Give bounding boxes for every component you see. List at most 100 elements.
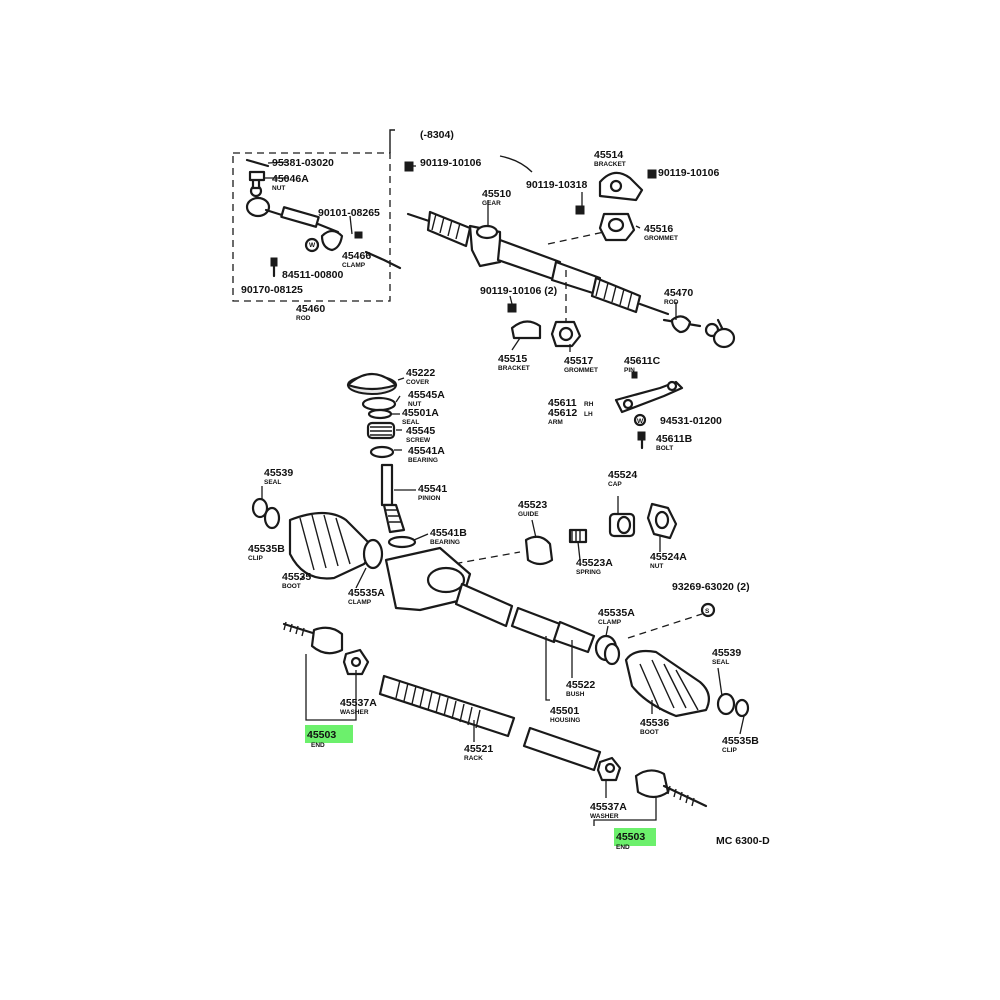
svg-text:COVER: COVER <box>406 379 429 386</box>
svg-text:RACK: RACK <box>464 755 483 762</box>
svg-text:45535B: 45535B <box>722 735 759 747</box>
svg-text:CLAMP: CLAMP <box>598 619 622 626</box>
svg-text:45466: 45466 <box>342 250 371 262</box>
left-boot <box>251 497 384 580</box>
svg-text:94531-01200: 94531-01200 <box>660 415 722 427</box>
svg-text:BOLT: BOLT <box>656 445 673 452</box>
svg-text:84511-00800: 84511-00800 <box>282 269 343 281</box>
svg-text:NUT: NUT <box>650 563 663 570</box>
svg-text:W: W <box>309 242 316 249</box>
steering-gear-assembly: W <box>404 155 736 450</box>
label-90119-top: 90119-10106 <box>420 157 481 169</box>
svg-text:93269-63020 (2): 93269-63020 (2) <box>672 581 750 593</box>
label-90119-2: 90119-10106 (2) <box>480 285 557 297</box>
svg-text:45516: 45516 <box>644 223 673 235</box>
svg-text:45503: 45503 <box>307 729 336 741</box>
svg-text:90119-10318: 90119-10318 <box>526 179 587 191</box>
leader-lines <box>261 161 745 826</box>
highlight-45503-right <box>614 828 656 846</box>
label-93269: 93269-63020 (2) <box>672 581 750 593</box>
label-45611-arm: ARM <box>548 419 563 426</box>
svg-text:45535A: 45535A <box>598 607 635 619</box>
label-94531: 94531-01200 <box>660 415 722 427</box>
svg-text:HOUSING: HOUSING <box>550 717 580 724</box>
svg-text:45517: 45517 <box>564 355 593 367</box>
svg-text:45515: 45515 <box>498 353 527 365</box>
svg-text:PINION: PINION <box>418 495 441 502</box>
svg-text:BRACKET: BRACKET <box>498 365 530 372</box>
svg-text:END: END <box>616 844 630 851</box>
svg-text:NUT: NUT <box>408 401 421 408</box>
label-45612: 45612 LH <box>548 407 593 419</box>
tie-rod-assembly-group: W <box>232 129 402 302</box>
svg-text:WASHER: WASHER <box>340 709 369 716</box>
svg-text:LH: LH <box>584 411 593 418</box>
svg-text:SPRING: SPRING <box>576 569 601 576</box>
diagram-code: MC 6300-D <box>716 835 770 847</box>
svg-text:GUIDE: GUIDE <box>518 511 539 518</box>
svg-text:45539: 45539 <box>264 467 293 479</box>
svg-text:45537A: 45537A <box>340 697 377 709</box>
svg-text:CLIP: CLIP <box>248 555 263 562</box>
svg-text:CLAMP: CLAMP <box>348 599 372 606</box>
svg-text:45510: 45510 <box>482 188 511 200</box>
svg-text:ARM: ARM <box>548 419 563 426</box>
svg-text:END: END <box>311 742 325 749</box>
rack-guide-parts: S <box>419 502 716 618</box>
svg-text:WASHER: WASHER <box>590 813 619 820</box>
svg-text:45046A: 45046A <box>272 173 309 185</box>
svg-text:45460: 45460 <box>296 303 325 315</box>
rack-bar <box>378 674 602 772</box>
svg-text:90170-08125: 90170-08125 <box>241 284 303 296</box>
svg-text:SEAL: SEAL <box>264 479 281 486</box>
svg-text:95381-03020: 95381-03020 <box>272 157 334 169</box>
svg-text:45541A: 45541A <box>408 445 445 457</box>
section-ref: (-8304) <box>420 129 454 141</box>
svg-text:90119-10106: 90119-10106 <box>658 167 719 179</box>
svg-text:45514: 45514 <box>594 149 623 161</box>
svg-text:BOOT: BOOT <box>282 583 301 590</box>
right-tie-rod-end <box>596 756 708 808</box>
svg-text:45501A: 45501A <box>402 407 439 419</box>
gear-housing <box>384 546 703 666</box>
svg-text:ROD: ROD <box>664 299 679 306</box>
svg-text:45611B: 45611B <box>656 433 693 445</box>
right-boot <box>624 649 750 718</box>
svg-text:ROD: ROD <box>296 315 311 322</box>
svg-text:RH: RH <box>584 401 594 408</box>
svg-text:45522: 45522 <box>566 679 595 691</box>
svg-text:45535: 45535 <box>282 571 311 583</box>
svg-text:45523A: 45523A <box>576 557 613 569</box>
svg-text:SEAL: SEAL <box>712 659 729 666</box>
svg-text:45541B: 45541B <box>430 527 467 539</box>
svg-text:45612: 45612 <box>548 407 577 419</box>
svg-text:SEAL: SEAL <box>402 419 419 426</box>
svg-text:SCREW: SCREW <box>406 437 431 444</box>
label-90170: 90170-08125 <box>241 284 303 296</box>
